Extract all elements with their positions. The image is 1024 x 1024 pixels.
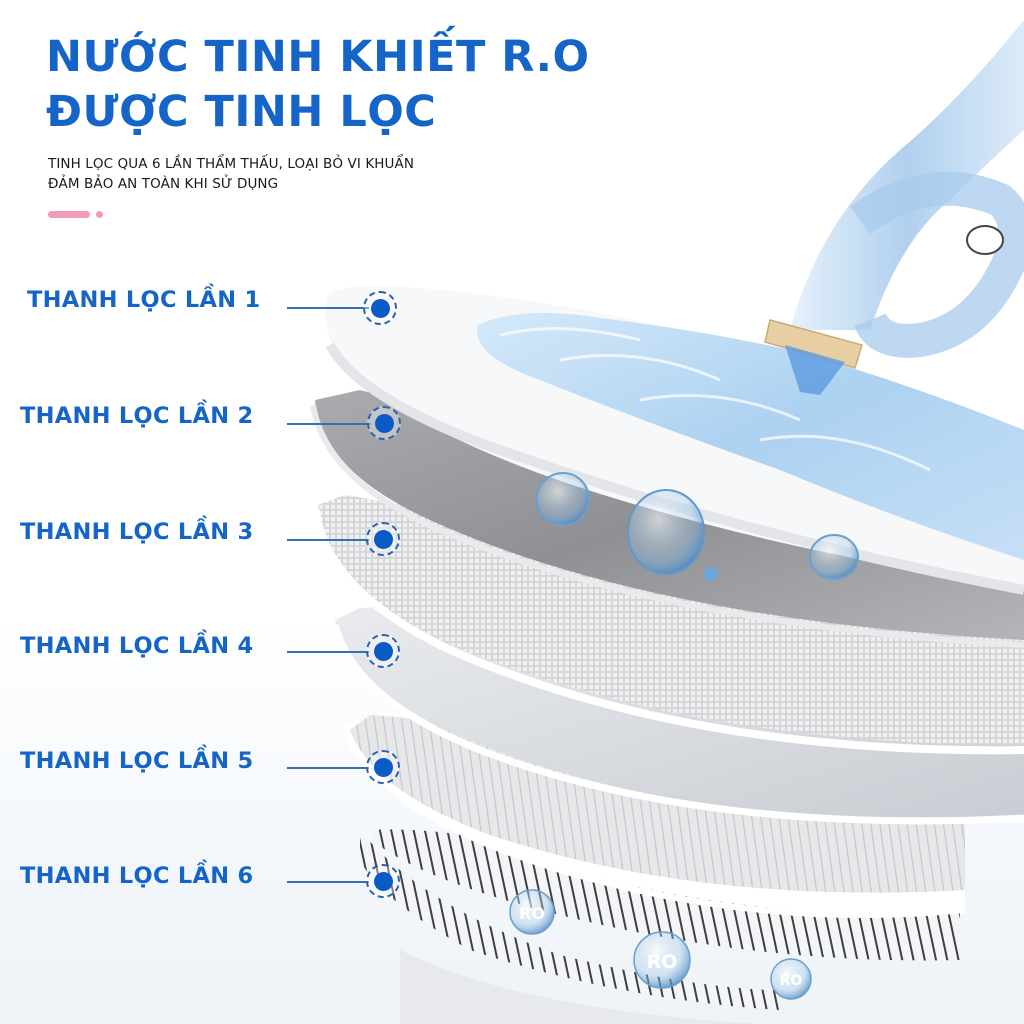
svg-text:RO: RO [519, 904, 545, 923]
stage-2-marker-icon [367, 406, 401, 440]
stage-label-4: THANH LỌC LẦN 4 [20, 633, 254, 659]
stage-label-2: THANH LỌC LẦN 2 [20, 403, 254, 429]
stage-3-marker-icon [366, 522, 400, 556]
ro-droplets: RO RO RO [509, 889, 812, 1000]
title-line-1: NƯỚC TINH KHIẾT R.O [46, 32, 590, 82]
accent-dot [96, 211, 103, 218]
water-droplets [536, 472, 859, 581]
stage-6-leader-line [287, 881, 369, 883]
stage-6-marker-icon [366, 864, 400, 898]
stage-label-6: THANH LỌC LẦN 6 [20, 863, 254, 889]
stage-3-leader-line [287, 539, 369, 541]
stage-5-marker-icon [366, 750, 400, 784]
stage-2-leader-line [287, 423, 371, 425]
stage-1-marker-icon [363, 291, 397, 325]
svg-text:RO: RO [647, 951, 678, 973]
subtitle: TINH LỌC QUA 6 LẦN THẨM THẤU, LOẠI BỎ VI… [48, 154, 414, 194]
layer-3-fine-mesh [312, 495, 1024, 755]
subtitle-line-1: TINH LỌC QUA 6 LẦN THẨM THẤU, LOẠI BỎ VI… [48, 156, 415, 172]
accent-bar [48, 211, 90, 218]
stage-5-leader-line [287, 767, 369, 769]
title-line-2: ĐƯỢC TINH LỌC [46, 87, 437, 137]
stage-4-leader-line [287, 651, 369, 653]
stage-label-3: THANH LỌC LẦN 3 [20, 519, 254, 545]
page-title: NƯỚC TINH KHIẾT R.O ĐƯỢC TINH LỌC [46, 30, 590, 140]
faucet-pipe [764, 20, 1024, 395]
subtitle-line-2: ĐẢM BẢO AN TOÀN KHI SỬ DỤNG [48, 176, 279, 192]
stage-1-leader-line [287, 307, 369, 309]
stage-4-marker-icon [366, 634, 400, 668]
stage-label-5: THANH LỌC LẦN 5 [20, 748, 254, 774]
svg-text:RO: RO [780, 973, 803, 989]
stage-label-1: THANH LỌC LẦN 1 [27, 287, 261, 313]
